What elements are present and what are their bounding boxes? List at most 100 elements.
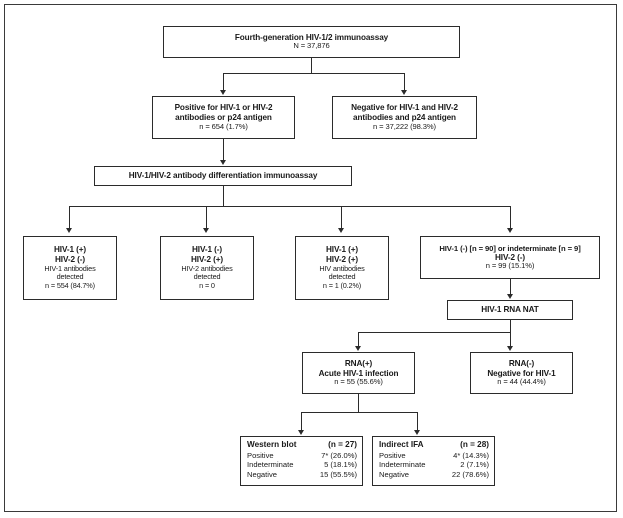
- b3-line-2: HIV-2 (+): [325, 255, 359, 265]
- indirect-ifa-total: (n = 28): [460, 440, 489, 449]
- western-blot-total: (n = 27): [328, 440, 357, 449]
- arrow-to-negative: [401, 90, 408, 95]
- connector-to-western-blot: [301, 412, 303, 430]
- positive-line-2: antibodies or p24 antigen: [175, 113, 272, 123]
- rna-pos-line-2: Acute HIV-1 infection: [318, 368, 399, 378]
- indirect-ifa-row-negative: Negative 22 (78.6%): [379, 470, 489, 480]
- indirect-ifa-positive-value: 4* (14.3%): [453, 450, 489, 460]
- western-blot-header: Western blot (n = 27): [247, 440, 357, 450]
- indirect-ifa-negative-label: Negative: [379, 470, 409, 480]
- rna-nat-title: HIV-1 RNA NAT: [481, 305, 539, 315]
- node-indirect-ifa: Indirect IFA (n = 28) Positive 4* (14.3%…: [372, 436, 495, 486]
- b4-line-1: HIV-1 (-) [n = 90] or indeterminate [n =…: [439, 243, 581, 253]
- connector-to-negative: [404, 73, 406, 90]
- node-hiv1-neg-or-indeterminate: HIV-1 (-) [n = 90] or indeterminate [n =…: [420, 236, 600, 279]
- node-rna-negative: RNA(-) Negative for HIV-1 n = 44 (44.4%): [470, 352, 573, 394]
- western-blot-title: Western blot: [247, 440, 297, 449]
- b4-line-2: HIV-2 (-): [494, 252, 526, 262]
- b3-line-3: HIV antibodies: [319, 263, 365, 273]
- indirect-ifa-negative-value: 22 (78.6%): [451, 470, 489, 480]
- indirect-ifa-positive-label: Positive: [379, 450, 406, 460]
- western-blot-row-negative: Negative 15 (55.5%): [247, 470, 357, 480]
- arrow-to-branch-3: [338, 228, 345, 233]
- arrow-to-branch-4: [507, 228, 514, 233]
- indirect-ifa-row-positive: Positive 4* (14.3%): [379, 451, 489, 461]
- root-title: Fourth-generation HIV-1/2 immunoassay: [234, 32, 389, 42]
- connector-differentiation-down: [223, 186, 225, 206]
- rna-neg-count: n = 44 (44.4%): [497, 377, 546, 387]
- connector-to-branch-1: [69, 206, 71, 228]
- b1-line-1: HIV-1 (+): [53, 245, 87, 255]
- arrow-to-western-blot: [298, 430, 305, 435]
- node-negative-immunoassay: Negative for HIV-1 and HIV-2 antibodies …: [332, 96, 477, 139]
- node-hiv1-pos-hiv2-neg: HIV-1 (+) HIV-2 (-) HIV-1 antibodies det…: [23, 236, 117, 300]
- connector-to-rna-positive: [358, 332, 360, 346]
- connector-to-positive: [223, 73, 225, 90]
- positive-line-1: Positive for HIV-1 or HIV-2: [174, 103, 273, 113]
- arrow-to-rna-positive: [355, 346, 362, 351]
- connector-to-branch-4: [510, 206, 512, 228]
- node-fourth-generation-immunoassay: Fourth-generation HIV-1/2 immunoassay N …: [163, 26, 460, 58]
- connector-split-level4: [69, 206, 511, 208]
- western-blot-negative-value: 15 (55.5%): [319, 470, 357, 480]
- differentiation-title: HIV-1/HIV-2 antibody differentiation imm…: [128, 171, 318, 181]
- b3-line-1: HIV-1 (+): [325, 245, 359, 255]
- western-blot-indeterminate-value: 5 (18.1%): [324, 460, 357, 470]
- connector-split-confirmatory: [301, 412, 418, 414]
- arrow-to-rna-negative: [507, 346, 514, 351]
- b2-line-1: HIV-1 (-): [191, 245, 223, 255]
- indirect-ifa-title: Indirect IFA: [379, 440, 424, 449]
- b1-line-3: HIV-1 antibodies: [44, 263, 96, 273]
- negative-count: n = 37,222 (98.3%): [372, 121, 436, 131]
- arrow-to-differentiation: [220, 160, 227, 165]
- node-hiv1-pos-hiv2-pos: HIV-1 (+) HIV-2 (+) HIV antibodies detec…: [295, 236, 389, 300]
- b2-count: n = 0: [199, 280, 215, 290]
- arrow-to-indirect-ifa: [414, 430, 421, 435]
- b1-line-2: HIV-2 (-): [54, 255, 86, 265]
- b2-line-4: detected: [193, 272, 221, 282]
- arrow-to-branch-1: [66, 228, 73, 233]
- connector-rna-nat-down: [510, 320, 512, 332]
- connector-positive-down: [223, 139, 225, 160]
- b3-line-4: detected: [328, 272, 356, 282]
- connector-to-indirect-ifa: [417, 412, 419, 430]
- b3-count: n = 1 (0.2%): [322, 280, 362, 290]
- root-count: N = 37,876: [293, 41, 330, 51]
- western-blot-indeterminate-label: Indeterminate: [247, 460, 294, 470]
- indirect-ifa-row-indeterminate: Indeterminate 2 (7.1%): [379, 460, 489, 470]
- western-blot-positive-value: 7* (26.0%): [321, 450, 357, 460]
- node-rna-positive: RNA(+) Acute HIV-1 infection n = 55 (55.…: [302, 352, 415, 394]
- western-blot-row-indeterminate: Indeterminate 5 (18.1%): [247, 460, 357, 470]
- negative-line-1: Negative for HIV-1 and HIV-2: [351, 103, 458, 113]
- connector-rna-positive-down: [358, 394, 360, 412]
- connector-to-rna-negative: [510, 332, 512, 346]
- connector-split-level2: [223, 73, 405, 75]
- b1-count: n = 554 (84.7%): [45, 280, 95, 290]
- western-blot-negative-label: Negative: [247, 470, 277, 480]
- connector-split-rna: [358, 332, 511, 334]
- negative-line-2: antibodies and p24 antigen: [353, 113, 456, 123]
- rna-pos-line-1: RNA(+): [344, 358, 373, 368]
- connector-branch4-down: [510, 279, 512, 294]
- b2-line-2: HIV-2 (+): [190, 255, 224, 265]
- rna-pos-count: n = 55 (55.6%): [334, 377, 383, 387]
- node-hiv1-neg-hiv2-pos: HIV-1 (-) HIV-2 (+) HIV-2 antibodies det…: [160, 236, 254, 300]
- rna-neg-line-1: RNA(-): [508, 358, 535, 368]
- b1-line-4: detected: [56, 272, 84, 282]
- indirect-ifa-indeterminate-label: Indeterminate: [379, 460, 426, 470]
- connector-to-branch-2: [206, 206, 208, 228]
- node-differentiation-immunoassay: HIV-1/HIV-2 antibody differentiation imm…: [94, 166, 352, 186]
- indirect-ifa-indeterminate-value: 2 (7.1%): [460, 460, 489, 470]
- b4-count: n = 99 (15.1%): [485, 261, 535, 271]
- indirect-ifa-header: Indirect IFA (n = 28): [379, 440, 489, 450]
- connector-to-branch-3: [341, 206, 343, 228]
- arrow-to-positive: [220, 90, 227, 95]
- b2-line-3: HIV-2 antibodies: [181, 263, 233, 273]
- arrow-to-branch-2: [203, 228, 210, 233]
- node-positive-immunoassay: Positive for HIV-1 or HIV-2 antibodies o…: [152, 96, 295, 139]
- arrow-to-rna-nat: [507, 294, 514, 299]
- node-hiv1-rna-nat: HIV-1 RNA NAT: [447, 300, 573, 320]
- rna-neg-line-2: Negative for HIV-1: [487, 368, 556, 378]
- positive-count: n = 654 (1.7%): [199, 121, 248, 131]
